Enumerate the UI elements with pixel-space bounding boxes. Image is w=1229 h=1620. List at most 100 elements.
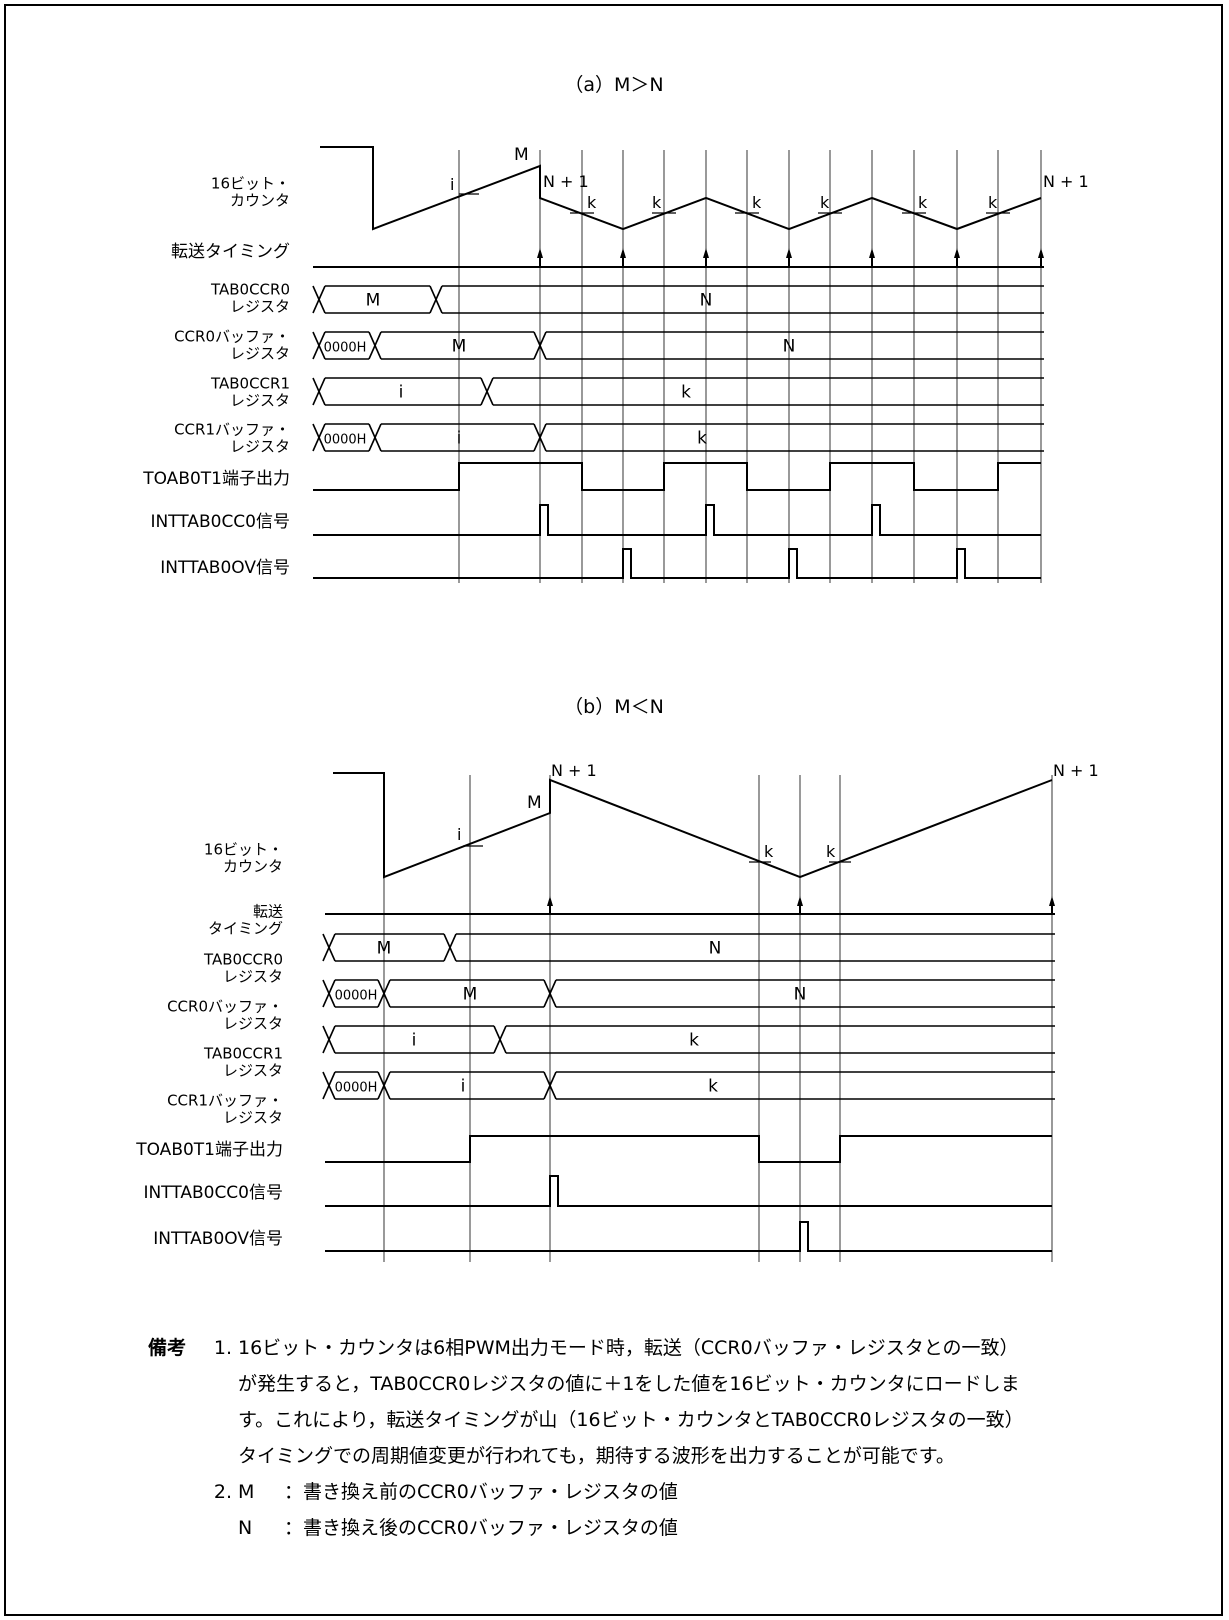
intcc0-label-1: INTTAB0CC0信号: [143, 1183, 283, 1203]
ccr1-buf-label-1: CCR1バッファ・: [174, 421, 290, 439]
intov-label-1: INTTAB0OV信号: [153, 1229, 283, 1249]
counter-waveform: [333, 772, 1053, 879]
remark-1-line-3: す。これにより，転送タイミングが山（16ビット・カウンタとTAB0CCR0レジス…: [238, 1409, 1024, 1431]
transfer-arrowhead: [797, 896, 803, 906]
toab-label-1: TOAB0T1端子出力: [135, 1140, 283, 1160]
ccr0-reg-bus-value-2: N: [700, 291, 713, 311]
remark-1: 備考 1. 16ビット・カウンタは6相PWM出力モード時，転送（CCR0バッファ…: [148, 1330, 1208, 1474]
diagram-b-title: （b）M＜N: [564, 696, 664, 718]
ccr1-buf-bus-x-b: [322, 1071, 336, 1100]
ccr0-buf-label-1: CCR0バッファ・: [167, 998, 283, 1016]
ccr1-buf-bus-value-3: k: [708, 1077, 718, 1097]
transfer-arrowhead: [786, 248, 792, 258]
ccr0-reg-bus-x-b: [443, 933, 457, 962]
transfer-label-2: タイミング: [208, 920, 283, 938]
definition-m: M：書き換え前のCCR0バッファ・レジスタの値: [238, 1474, 1208, 1510]
ccr1-reg-bus-x-b: [480, 377, 494, 406]
remark-2-number: 2.: [213, 1481, 232, 1503]
ccr1-reg-bus-x-b: [493, 1025, 507, 1054]
transfer-arrowhead: [1038, 248, 1044, 258]
counter-label-2: カウンタ: [230, 192, 290, 210]
remark-label: 備考: [148, 1337, 187, 1359]
timing-diagram-a: （a）M＞N16ビット・カウンタ転送タイミングTAB0CCR0レジスタCCR0バ…: [142, 74, 1089, 583]
ccr1-buf-bus-value-2: i: [457, 429, 462, 449]
transfer-arrowhead: [703, 248, 709, 258]
ccr1-buf-bus: 0000H i k: [322, 1071, 1055, 1100]
ccr1-buf-bus-value-2: i: [461, 1077, 466, 1097]
ccr1-buf-bus-x-b: [543, 1071, 557, 1100]
definition-m-text: ：書き換え前のCCR0バッファ・レジスタの値: [284, 1481, 678, 1503]
counter-waveform: [320, 146, 1042, 231]
remark-1-number: 1.: [213, 1337, 232, 1359]
ccr0-reg-bus-value-1: M: [366, 291, 381, 311]
ccr1-buf-bus-value-1: 0000H: [324, 433, 367, 448]
ccr1-reg-bus-x-b: [312, 377, 326, 406]
ccr1-buf-label-1: CCR1バッファ・: [167, 1092, 283, 1110]
ccr1-buf-bus-x-b: [312, 423, 326, 452]
remark-2-cont: N：書き換え後のCCR0バッファ・レジスタの値: [148, 1510, 1208, 1546]
transfer-label-1: 転送タイミング: [171, 242, 290, 262]
toab-waveform: [325, 1135, 1052, 1163]
ccr0-buf-bus-value-1: 0000H: [335, 989, 378, 1004]
ccr1-buf-bus-value-1: 0000H: [335, 1081, 378, 1096]
intcc0-waveform: [313, 504, 1041, 536]
intcc0-waveform: [325, 1175, 1052, 1207]
counter-label-k: k: [587, 193, 597, 212]
definition-n-text: ：書き換え後のCCR0バッファ・レジスタの値: [284, 1517, 678, 1539]
counter-label-i: i: [450, 175, 454, 194]
counter-label-2: カウンタ: [223, 858, 283, 876]
ccr1-buf-label-2: レジスタ: [223, 1109, 283, 1127]
ccr1-reg-label-2: レジスタ: [223, 1062, 283, 1080]
ccr0-reg-bus-value-1: M: [377, 939, 392, 959]
intov-label-1: INTTAB0OV信号: [160, 558, 290, 578]
counter-label-k: k: [820, 193, 830, 212]
toab-label-1: TOAB0T1端子出力: [142, 469, 290, 489]
transfer-arrowhead: [954, 248, 960, 258]
ccr0-buf-bus-x-b: [312, 331, 326, 360]
ccr1-buf-label-2: レジスタ: [230, 438, 290, 456]
ccr1-buf-bus-value-3: k: [697, 429, 707, 449]
ccr0-buf-bus-value-1: 0000H: [324, 341, 367, 356]
ccr1-buf-bus-x-b: [368, 423, 382, 452]
transfer-arrowhead: [869, 248, 875, 258]
ccr0-buf-bus-value-3: N: [783, 337, 796, 357]
counter-label-m: M: [527, 793, 542, 813]
ccr0-reg-bus-value-2: N: [709, 939, 722, 959]
counter-label-n1-start: N + 1: [543, 172, 589, 191]
ccr0-reg-bus-x-b: [429, 285, 443, 314]
remarks: 備考 1. 16ビット・カウンタは6相PWM出力モード時，転送（CCR0バッファ…: [148, 1330, 1208, 1546]
timing-diagrams: （a）M＞N16ビット・カウンタ転送タイミングTAB0CCR0レジスタCCR0バ…: [135, 74, 1099, 1262]
ccr0-buf-bus-x-b: [377, 979, 391, 1008]
ccr0-reg-label-1: TAB0CCR0: [203, 951, 283, 969]
transfer-label-1: 転送: [253, 903, 283, 921]
transfer-arrowhead: [547, 896, 553, 906]
ccr1-buf-bus-x-b: [377, 1071, 391, 1100]
counter-label-k: k: [752, 193, 762, 212]
counter-label-k: k: [764, 842, 774, 861]
transfer-arrowhead: [1049, 896, 1055, 906]
ccr0-buf-label-1: CCR0バッファ・: [174, 328, 290, 346]
ccr0-reg-label-1: TAB0CCR0: [210, 281, 290, 299]
ccr1-reg-label-1: TAB0CCR1: [203, 1045, 283, 1063]
counter-label-1: 16ビット・: [204, 841, 283, 859]
intcc0-label-1: INTTAB0CC0信号: [150, 512, 290, 532]
definition-n: N：書き換え後のCCR0バッファ・レジスタの値: [238, 1510, 1208, 1546]
counter-label-m: M: [514, 145, 529, 165]
ccr0-reg-bus-x-b: [312, 285, 326, 314]
transfer-arrowhead: [620, 248, 626, 258]
diagram-a-title: （a）M＞N: [564, 74, 663, 96]
remark-1-line-4: タイミングでの周期値変更が行われても，期待する波形を出力することが可能です。: [238, 1445, 955, 1467]
transfer-arrowhead: [537, 248, 543, 258]
remark-2: 2. M：書き換え前のCCR0バッファ・レジスタの値: [148, 1474, 1208, 1510]
ccr0-buf-bus-x-b: [543, 979, 557, 1008]
ccr1-reg-bus-x-b: [322, 1025, 336, 1054]
remark-1-line-1: 16ビット・カウンタは6相PWM出力モード時，転送（CCR0バッファ・レジスタと…: [238, 1337, 1019, 1359]
ccr0-buf-bus-value-2: M: [463, 985, 478, 1005]
